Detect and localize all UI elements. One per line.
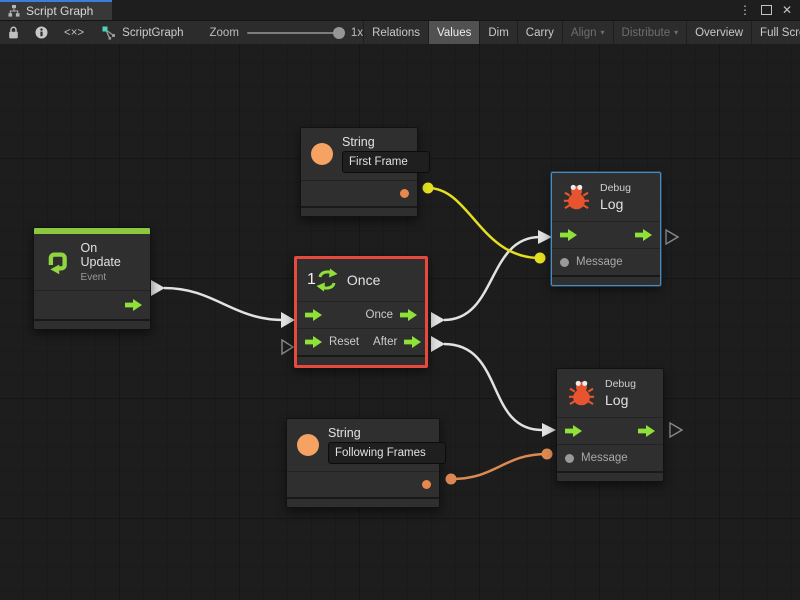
flow-arrowhead bbox=[538, 230, 552, 244]
node-debug-log-top[interactable]: Debug Log Message bbox=[551, 172, 661, 287]
node-title: Log bbox=[605, 392, 629, 408]
graph-toolbar: <×> ScriptGraph Zoom 1x Relations Values bbox=[0, 21, 800, 45]
chevron-down-icon: ▾ bbox=[600, 28, 605, 37]
lock-icon bbox=[9, 26, 18, 39]
chevron-down-icon: ▾ bbox=[674, 28, 679, 37]
overview-button[interactable]: Overview bbox=[695, 26, 744, 39]
flow-output-port[interactable] bbox=[400, 309, 417, 321]
flow-output-port[interactable] bbox=[638, 425, 655, 438]
port-label-message: Message bbox=[576, 256, 623, 269]
flow-arrowhead bbox=[542, 423, 556, 437]
close-icon[interactable]: ✕ bbox=[781, 3, 792, 17]
message-input-port[interactable] bbox=[565, 453, 574, 463]
wire-string-following-to-message[interactable] bbox=[450, 452, 548, 481]
port-label-message: Message bbox=[581, 452, 628, 465]
flow-output-connector[interactable] bbox=[151, 280, 165, 296]
unconnected-port-triangle[interactable] bbox=[281, 338, 295, 356]
unconnected-port-triangle[interactable] bbox=[669, 421, 684, 439]
wire-once-to-debug-bottom[interactable] bbox=[443, 342, 543, 432]
lock-button[interactable] bbox=[0, 21, 27, 44]
node-once[interactable]: 1 Once Once Reset bbox=[294, 256, 428, 368]
node-string-first-frame[interactable]: String bbox=[300, 127, 430, 218]
value-connector-dot[interactable] bbox=[422, 182, 434, 194]
align-button[interactable]: Align ▾ bbox=[570, 26, 605, 39]
port-label-once: Once bbox=[365, 309, 394, 321]
zoom-slider-handle[interactable] bbox=[332, 26, 345, 39]
graph-icon bbox=[8, 5, 20, 17]
node-title: Log bbox=[600, 196, 624, 212]
value-connector-dot[interactable] bbox=[445, 473, 457, 485]
node-title: String bbox=[342, 135, 375, 149]
zoom-value: 1x bbox=[350, 26, 364, 39]
string-output-port[interactable] bbox=[422, 480, 431, 490]
string-type-icon bbox=[311, 143, 333, 166]
flow-input-port[interactable] bbox=[305, 336, 322, 348]
node-title: Once bbox=[346, 271, 381, 288]
port-label-after: After bbox=[373, 336, 398, 348]
node-footer bbox=[301, 206, 417, 216]
relations-button[interactable]: Relations bbox=[372, 26, 421, 39]
node-title: String bbox=[328, 426, 361, 440]
flow-output-connector[interactable] bbox=[431, 336, 445, 352]
string-type-icon bbox=[297, 434, 319, 457]
graph-canvas[interactable]: String On Update Event bbox=[0, 44, 800, 600]
fullscreen-button[interactable]: Full Screen bbox=[760, 26, 800, 39]
flow-input-port[interactable] bbox=[565, 425, 582, 438]
once-cycle-icon: 1 bbox=[307, 268, 338, 292]
flow-output-port[interactable] bbox=[635, 229, 652, 242]
node-subtitle: Debug bbox=[600, 182, 631, 194]
info-button[interactable] bbox=[27, 21, 56, 44]
graph-breadcrumb[interactable]: ScriptGraph bbox=[92, 21, 193, 44]
distribute-button[interactable]: Distribute ▾ bbox=[621, 26, 679, 39]
message-input-port[interactable] bbox=[560, 257, 569, 267]
graph-name: ScriptGraph bbox=[122, 26, 184, 39]
values-button[interactable]: Values bbox=[429, 21, 480, 44]
bug-icon bbox=[563, 184, 590, 210]
flow-output-port[interactable] bbox=[404, 336, 422, 348]
node-title: On Update bbox=[80, 241, 121, 270]
script-graph-icon bbox=[102, 26, 116, 40]
node-footer bbox=[287, 497, 439, 507]
node-debug-log-bottom[interactable]: Debug Log Message bbox=[556, 368, 664, 483]
tab-script-graph[interactable]: Script Graph bbox=[0, 0, 112, 20]
string-value-input[interactable] bbox=[328, 442, 446, 465]
node-footer bbox=[552, 275, 660, 285]
unconnected-port-triangle[interactable] bbox=[665, 228, 680, 246]
value-connector-dot[interactable] bbox=[534, 252, 546, 264]
on-update-loop-icon bbox=[48, 252, 67, 275]
node-footer bbox=[297, 355, 425, 365]
wires-layer bbox=[151, 182, 684, 485]
value-connector-dot[interactable] bbox=[541, 448, 553, 460]
maximize-icon[interactable] bbox=[760, 5, 772, 15]
wire-onupdate-to-once[interactable] bbox=[163, 286, 285, 322]
wire-once-to-debug-top[interactable] bbox=[443, 235, 541, 322]
zoom-label: Zoom bbox=[209, 26, 239, 39]
zoom-slider[interactable] bbox=[246, 26, 345, 39]
flow-output-port[interactable] bbox=[125, 298, 142, 311]
carry-button[interactable]: Carry bbox=[525, 26, 554, 39]
node-subtitle: Debug bbox=[605, 378, 636, 390]
flow-arrowhead bbox=[281, 312, 295, 328]
info-icon bbox=[35, 26, 48, 39]
flow-output-connector[interactable] bbox=[431, 312, 445, 328]
title-bar: Script Graph ⋮ ✕ bbox=[0, 0, 800, 21]
flow-input-port[interactable] bbox=[305, 309, 322, 321]
node-footer bbox=[34, 318, 150, 329]
code-preview-button[interactable]: <×> bbox=[64, 26, 85, 39]
tab-title: Script Graph bbox=[26, 4, 94, 18]
bug-icon bbox=[568, 380, 595, 406]
string-value-input[interactable] bbox=[342, 151, 430, 174]
dim-button[interactable]: Dim bbox=[488, 26, 509, 39]
port-label-reset: Reset bbox=[329, 336, 360, 348]
window-menu-icon[interactable]: ⋮ bbox=[738, 3, 751, 17]
event-strip bbox=[34, 228, 150, 234]
string-output-port[interactable] bbox=[400, 189, 409, 199]
wire-string-first-to-message[interactable] bbox=[427, 186, 541, 260]
node-on-update[interactable]: On Update Event bbox=[33, 227, 151, 330]
node-footer bbox=[557, 471, 663, 481]
node-string-following-frames[interactable]: String bbox=[286, 418, 446, 509]
node-subtitle: Event bbox=[80, 271, 107, 283]
flow-input-port[interactable] bbox=[560, 229, 577, 242]
